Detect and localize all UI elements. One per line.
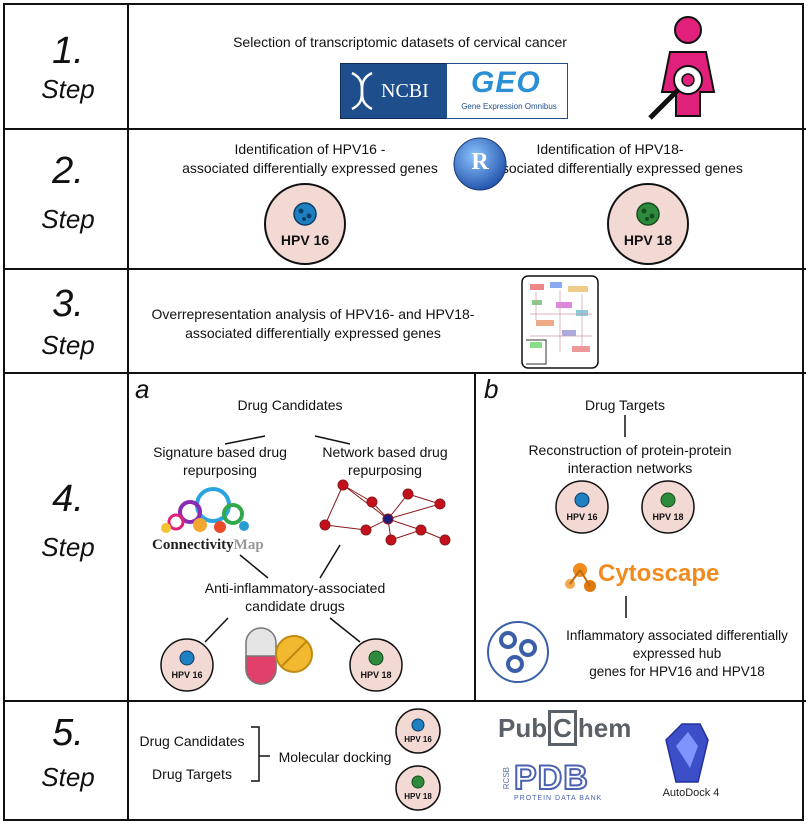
ncbi-logo-text: NCBI: [381, 80, 429, 102]
pubchem-text-1: Pub: [498, 713, 548, 743]
step5-hpv18-label: HPV 18: [404, 792, 432, 801]
step4a-hpv16-label: HPV 16: [171, 670, 203, 680]
step4b-hpv16-label: HPV 16: [566, 512, 598, 522]
step5-drug-targets: Drug Targets: [152, 766, 232, 782]
hpv16-label: HPV 16: [280, 232, 330, 248]
step3-text-2: associated differentially expressed gene…: [185, 325, 441, 341]
connectivity-map-logo: ConnectivityMap: [152, 537, 264, 554]
step-5-label: Step: [41, 762, 95, 792]
autodock-label: AutoDock 4: [662, 787, 720, 799]
cmap-text-2: Map: [233, 537, 264, 553]
step-3-label: Step: [41, 330, 95, 360]
step-2-number: 2.: [52, 150, 84, 192]
step4b-infl-text-3: genes for HPV16 and HPV18: [589, 664, 765, 679]
step4b-infl-text-2: expressed hub: [632, 646, 722, 661]
step4-divider: [474, 373, 476, 700]
step-5-number: 5.: [52, 712, 84, 754]
rcsb-text: RCSB: [502, 767, 511, 790]
step4-network-text-2: repurposing: [348, 462, 422, 478]
step4-anti-text-1: Anti-inflammatory-associated: [204, 580, 386, 596]
step4-signature-text-1: Signature based drug: [153, 444, 287, 460]
step4b-infl-text-1: Inflammatory associated differentially: [566, 628, 788, 643]
step4-panel-a-label: a: [135, 374, 150, 404]
step4b-drug-targets: Drug Targets: [585, 397, 665, 413]
step4-panel-b-label: b: [484, 374, 499, 404]
cytoscape-logo-text: Cytoscape: [598, 560, 720, 587]
step-2-label: Step: [41, 204, 95, 234]
geo-logo-text: GEO: [471, 66, 541, 99]
step4b-recon-text-2: interaction networks: [567, 460, 693, 476]
geo-logo: GEO Gene Expression Omnibus: [446, 63, 568, 119]
step1-description: Selection of transcriptomic datasets of …: [233, 34, 567, 50]
step2-right-text-2: associated differentially expressed gene…: [487, 160, 743, 176]
ncbi-logo: NCBI: [340, 63, 448, 119]
step4b-hpv18-label: HPV 18: [652, 512, 684, 522]
step4b-recon-text-1: Reconstruction of protein-protein: [528, 442, 732, 458]
step5-hpv16-label: HPV 16: [404, 735, 432, 744]
step-3-number: 3.: [52, 283, 84, 325]
step4-drug-candidates: Drug Candidates: [237, 397, 343, 413]
row-divider-2: [3, 268, 806, 270]
step-1-number: 1.: [52, 30, 84, 72]
step2-left-text-1: Identification of HPV16 -: [234, 141, 386, 157]
row-divider-3: [3, 372, 806, 374]
pubchem-text-2: C: [548, 710, 577, 746]
row-divider-4: [3, 700, 806, 702]
step-1-label: Step: [41, 74, 95, 104]
geo-logo-caption: Gene Expression Omnibus: [461, 102, 557, 111]
step4-network-text-1: Network based drug: [322, 444, 448, 460]
step5-drug-candidates: Drug Candidates: [139, 733, 245, 749]
hpv18-label: HPV 18: [623, 232, 673, 248]
cmap-text-1: Connectivity: [152, 537, 234, 553]
step-4-label: Step: [41, 532, 95, 562]
step2-right-text-1: Identification of HPV18-: [536, 141, 684, 157]
step2-left-text-2: associated differentially expressed gene…: [182, 160, 438, 176]
r-logo-text: R: [471, 149, 489, 175]
pdb-text: PDB: [513, 758, 589, 798]
step4-anti-text-2: candidate drugs: [245, 598, 345, 614]
pubchem-text-3: hem: [577, 713, 632, 743]
pdb-caption: PROTEIN DATA BANK: [514, 795, 603, 802]
step5-docking-text: Molecular docking: [278, 749, 392, 765]
step4a-hpv18-label: HPV 18: [360, 670, 392, 680]
outer-frame: [3, 3, 804, 821]
step-4-number: 4.: [52, 478, 84, 520]
dna-icon: [351, 71, 373, 111]
step-column-divider: [127, 3, 129, 821]
step4-signature-text-2: repurposing: [183, 462, 257, 478]
step3-text-1: Overrepresentation analysis of HPV16- an…: [151, 306, 475, 322]
row-divider-1: [3, 128, 806, 130]
pdb-logo: RCSB PDB PROTEIN DATA BANK: [502, 758, 612, 803]
